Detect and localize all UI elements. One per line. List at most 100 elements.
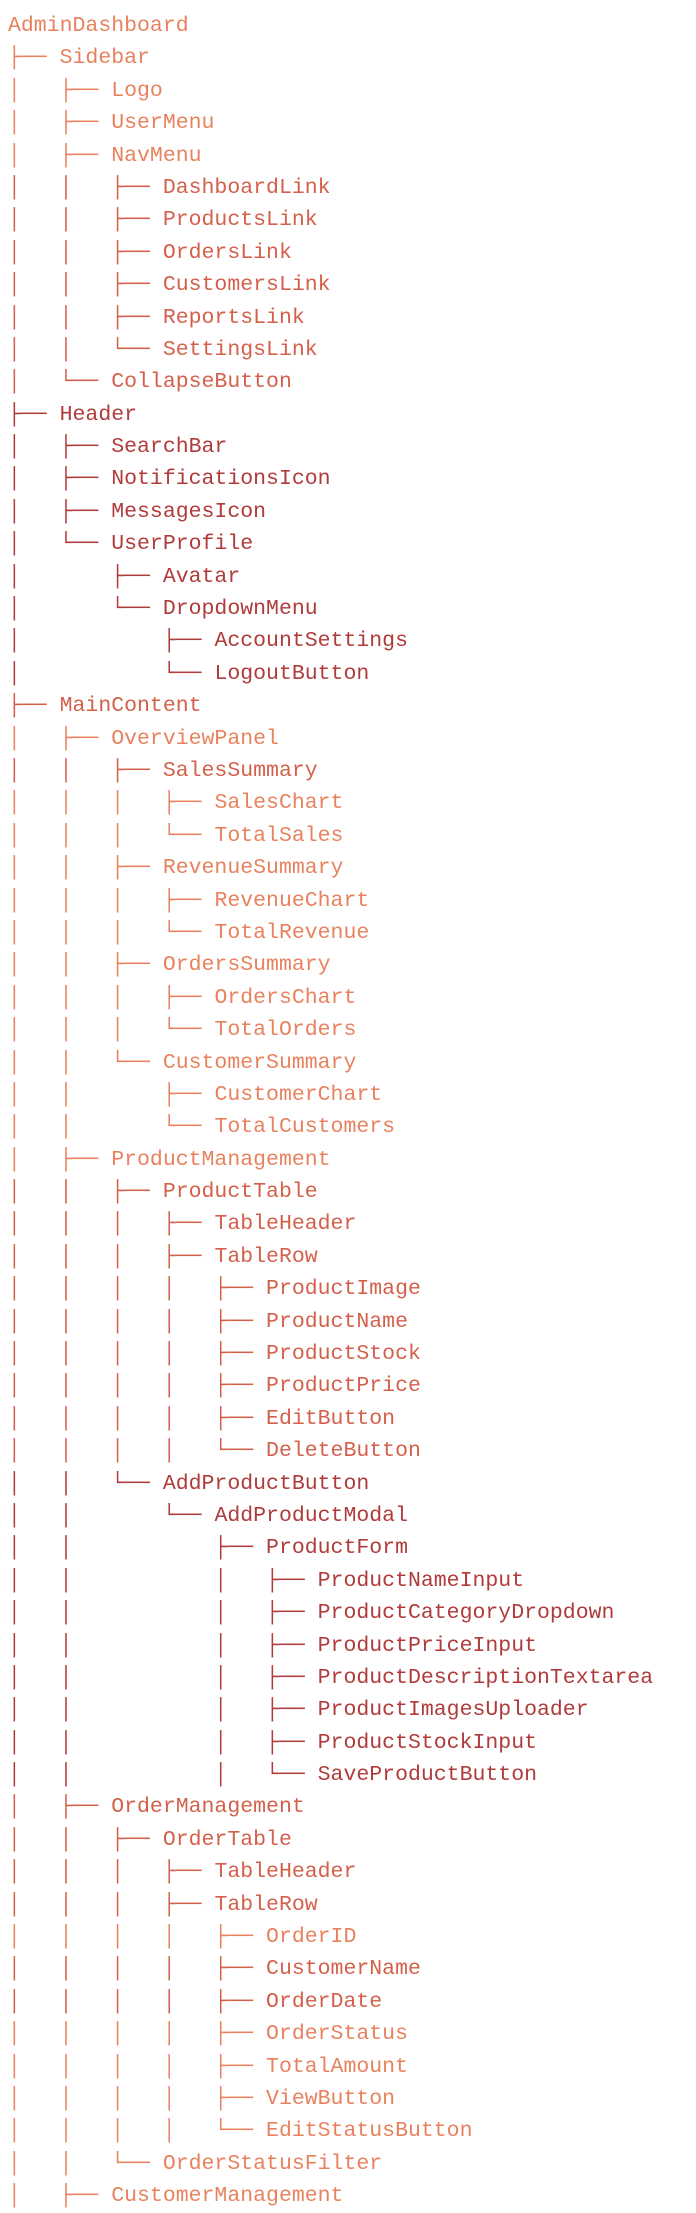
tree-node-label: ProductDescriptionTextarea (317, 1665, 654, 1690)
tree-connector: │ │ │ └── (8, 920, 215, 945)
tree-node-label: MainContent (59, 694, 202, 719)
tree-connector: │ │ └── (8, 337, 163, 362)
tree-node: │ │ └── SettingsLink (8, 334, 653, 366)
tree-node: │ │ │ ├── ProductImagesUploader (8, 1694, 653, 1726)
tree-node-label: CustomerChart (214, 1082, 383, 1107)
tree-connector: │ ├── (8, 1795, 112, 1820)
tree-node: │ │ └── AddProductModal (8, 1500, 653, 1532)
tree-connector: │ └── (8, 597, 163, 622)
tree-node: │ │ ├── OrdersSummary (8, 949, 653, 981)
tree-node: │ └── CollapseButton (8, 366, 653, 398)
tree-node-label: TotalRevenue (214, 920, 370, 945)
tree-node: │ ├── UserMenu (8, 107, 653, 139)
tree-node-label: CustomerName (266, 1957, 421, 1982)
tree-connector: │ │ │ ├── (8, 1244, 215, 1269)
tree-node: │ │ │ │ ├── EditButton (8, 1403, 653, 1435)
tree-node: │ │ │ ├── TableHeader (8, 1856, 653, 1888)
tree-node-label: NavMenu (111, 143, 202, 168)
tree-node-label: OrderManagement (111, 1795, 305, 1820)
tree-node: │ │ │ │ ├── TotalAmount (8, 2051, 653, 2083)
tree-connector: │ │ ├── (8, 305, 163, 330)
tree-connector: │ │ ├── (8, 175, 163, 200)
tree-node-label: CustomerManagement (111, 2184, 344, 2209)
tree-node-label: ViewButton (266, 2087, 396, 2111)
tree-node-label: OrdersChart (214, 985, 357, 1010)
tree-node-label: OrderStatusFilter (162, 2151, 383, 2176)
tree-connector: │ ├── (8, 78, 112, 103)
tree-node-label: ProductName (266, 1309, 408, 1334)
tree-node: │ │ ├── CustomersLink (8, 269, 653, 301)
tree-connector: │ │ │ │ ├── (8, 1374, 267, 1399)
tree-node-label: OrdersSummary (162, 953, 331, 978)
tree-node-label: CollapseButton (111, 370, 292, 395)
tree-connector: │ │ │ ├── (8, 1601, 318, 1626)
tree-connector: │ │ └── (8, 1471, 163, 1496)
tree-connector: │ │ │ │ ├── (8, 1925, 267, 1950)
tree-connector: │ │ │ ├── (8, 1892, 215, 1917)
tree-node-label: SalesChart (214, 791, 344, 816)
tree-node-label: ProductNameInput (317, 1568, 525, 1593)
tree-connector: │ └── (8, 661, 215, 686)
tree-node: │ │ ├── ProductsLink (8, 204, 653, 236)
tree-node: │ │ │ ├── ProductCategoryDropdown (8, 1597, 653, 1629)
tree-node: │ │ │ ├── RevenueChart (8, 885, 653, 917)
tree-node: │ ├── Avatar (8, 561, 653, 593)
tree-connector: │ │ │ │ ├── (8, 1277, 267, 1302)
tree-node: │ │ │ │ ├── OrderDate (8, 1986, 653, 2018)
tree-connector: │ │ │ │ └── (8, 2119, 267, 2144)
tree-node: │ ├── NotificationsIcon (8, 463, 653, 495)
tree-node: │ │ │ ├── SalesChart (8, 787, 653, 819)
tree-node-label: TableHeader (214, 1212, 357, 1237)
tree-node: │ └── LogoutButton (8, 658, 653, 690)
tree-node-label: OrderStatus (266, 2022, 408, 2047)
tree-node: ├── Header (8, 399, 653, 431)
tree-connector: │ │ ├── (8, 273, 163, 298)
tree-connector: │ │ ├── (8, 208, 163, 233)
tree-connector: │ │ │ ├── (8, 1633, 318, 1658)
tree-node: │ ├── MessagesIcon (8, 496, 653, 528)
tree-node: │ ├── OverviewPanel (8, 723, 653, 755)
tree-connector: │ │ │ ├── (8, 1730, 318, 1755)
tree-node: │ │ │ ├── TableRow (8, 1241, 653, 1273)
tree-connector: │ │ ├── (8, 856, 163, 881)
tree-node-label: TotalSales (214, 823, 344, 848)
tree-node: │ │ │ ├── OrdersChart (8, 982, 653, 1014)
tree-connector: ├── (8, 694, 60, 719)
tree-connector: │ ├── (8, 564, 163, 589)
tree-connector: │ │ └── (8, 1050, 163, 1075)
tree-connector: │ └── (8, 532, 112, 557)
tree-connector: │ ├── (8, 143, 112, 168)
tree-node-label: CustomerSummary (162, 1050, 357, 1075)
tree-connector: │ │ │ │ ├── (8, 2022, 267, 2047)
tree-connector: │ │ │ │ ├── (8, 1309, 267, 1334)
tree-node: │ ├── ProductManagement (8, 1144, 653, 1176)
tree-node: │ │ └── TotalCustomers (8, 1111, 653, 1143)
tree-connector: │ │ │ │ ├── (8, 2087, 267, 2111)
tree-node-label: ProductPriceInput (317, 1633, 537, 1658)
tree-node: │ ├── Logo (8, 75, 653, 107)
tree-node-label: TableRow (214, 1892, 318, 1917)
tree-node: AdminDashboard (8, 10, 653, 42)
tree-node: │ │ │ │ ├── ProductPrice (8, 1370, 653, 1402)
tree-connector: │ ├── (8, 2184, 112, 2209)
tree-connector: │ │ │ ├── (8, 888, 215, 913)
tree-node: │ │ ├── RevenueSummary (8, 852, 653, 884)
tree-node: ├── MainContent (8, 690, 653, 722)
tree-node-label: DeleteButton (266, 1439, 421, 1464)
tree-node-label: OrdersLink (162, 240, 292, 265)
tree-node-label: OrderID (266, 1925, 357, 1950)
tree-node-label: EditButton (266, 1406, 396, 1431)
tree-connector: │ │ ├── (8, 1827, 163, 1852)
tree-node: ├── Sidebar (8, 42, 653, 74)
tree-node: │ │ │ │ ├── ViewButton (8, 2083, 653, 2115)
tree-node-label: RevenueChart (214, 888, 370, 913)
tree-node-label: SettingsLink (162, 337, 318, 362)
tree-node-label: MessagesIcon (111, 499, 267, 524)
tree-node-label: SearchBar (111, 435, 228, 460)
tree-node-label: DashboardLink (162, 175, 331, 200)
tree-node: │ │ ├── DashboardLink (8, 172, 653, 204)
tree-node-label: ReportsLink (162, 305, 305, 330)
tree-node-label: Header (59, 402, 138, 427)
tree-node-label: AccountSettings (214, 629, 408, 654)
tree-node-label: EditStatusButton (266, 2119, 473, 2144)
